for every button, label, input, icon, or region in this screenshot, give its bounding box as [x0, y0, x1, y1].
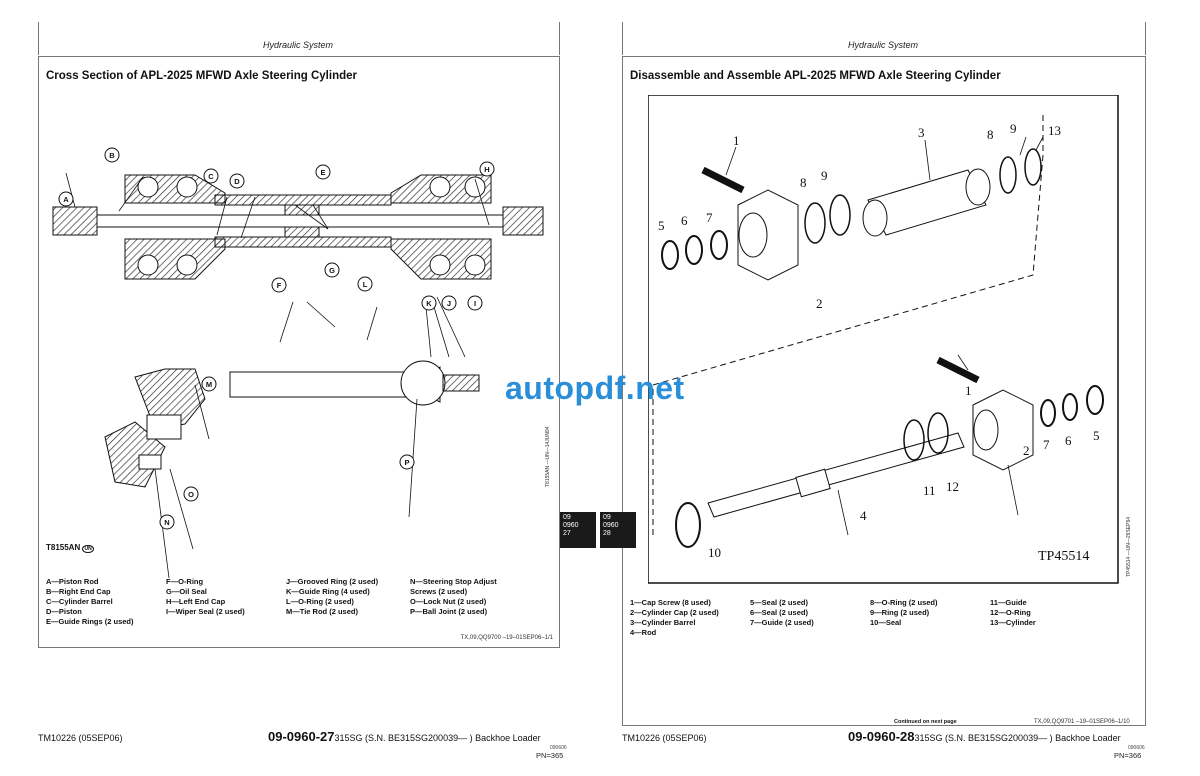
header-box [622, 22, 1146, 55]
callout-a: A [58, 191, 74, 207]
header-box [38, 22, 560, 55]
figure-id: TP45514 [1038, 549, 1089, 564]
side-code: T8155AN —UN—14JUN94 [545, 426, 551, 487]
callout-l: L [357, 276, 373, 292]
callout-m: M [201, 376, 217, 392]
callout-c: C [203, 168, 219, 184]
legend-col-3: 8—O-Ring (2 used)9—Ring (2 used)10—Seal [870, 598, 938, 627]
svg-text:9: 9 [821, 168, 828, 183]
footer-page: 09-0960-27315SG (S.N. BE315SG200039— ) B… [268, 729, 541, 744]
footer-manual: TM10226 (05SEP06) [38, 733, 123, 743]
svg-text:10: 10 [708, 545, 721, 560]
callout-p: P [399, 454, 415, 470]
right-page: Hydraulic System Disassemble and Assembl… [600, 0, 1182, 776]
reference-code: TX,09,QQ9700 –19–01SEP06–1/1 [460, 635, 553, 641]
callout-d: D [229, 173, 245, 189]
svg-text:K: K [426, 299, 432, 308]
callout-e: E [315, 164, 331, 180]
svg-text:I: I [474, 299, 476, 308]
lock-nut [146, 414, 182, 440]
svg-text:F: F [277, 281, 282, 290]
svg-text:6: 6 [1065, 433, 1072, 448]
footer-page: 09-0960-28315SG (S.N. BE315SG200039— ) B… [848, 729, 1121, 744]
watermark: autopdf.net [505, 370, 685, 406]
svg-text:C: C [208, 172, 214, 181]
callout-i: I [467, 295, 483, 311]
callout-n: N [159, 514, 175, 530]
callout-o: O [183, 486, 199, 502]
cap-screw [701, 166, 745, 194]
reference-code: TX,09,QQ9701 –19–01SEP06–1/10 [1034, 719, 1130, 725]
svg-text:H: H [484, 165, 489, 174]
callout-j: J [441, 295, 457, 311]
svg-text:A: A [63, 195, 69, 204]
page-header: Hydraulic System [262, 40, 334, 50]
svg-text:1: 1 [733, 133, 740, 148]
rod-end-right [502, 206, 544, 236]
legend-col-4: N—Steering Stop Adjust Screws (2 used)O—… [410, 577, 497, 616]
svg-text:8: 8 [987, 127, 994, 142]
callout-f: F [271, 277, 287, 293]
footer-pn: PN=365 [536, 751, 564, 760]
svg-text:L: L [363, 280, 368, 289]
svg-text:J: J [447, 299, 451, 308]
page-title: Disassemble and Assemble APL-2025 MFWD A… [630, 70, 1001, 82]
svg-text:2: 2 [1023, 443, 1030, 458]
figure-id: T8155AN UN [46, 543, 94, 553]
cross-section-figure [52, 172, 544, 579]
exploded-view-figure: 1 2 3 4 5 6 7 8 9 10 11 12 13 8 9 2 7 6 … [648, 95, 1119, 584]
svg-text:11: 11 [923, 483, 936, 498]
svg-text:13: 13 [1048, 123, 1061, 138]
svg-text:4: 4 [860, 508, 867, 523]
callout-k: K [421, 295, 437, 311]
callout-h: H [479, 161, 495, 177]
rod [707, 432, 965, 518]
svg-text:5: 5 [658, 218, 665, 233]
svg-text:O: O [188, 490, 194, 499]
legend-col-2: 5—Seal (2 used) 6—Seal (2 used)7—Guide (… [750, 598, 814, 627]
page-header: Hydraulic System [847, 40, 919, 50]
svg-text:3: 3 [918, 125, 925, 140]
page-title: Cross Section of APL-2025 MFWD Axle Stee… [46, 70, 357, 82]
rod-end-left [52, 206, 98, 236]
svg-text:12: 12 [946, 479, 959, 494]
footer-small: 090606 [550, 745, 567, 751]
legend-col-1: 1—Cap Screw (8 used)2—Cylinder Cap (2 us… [630, 598, 719, 637]
svg-text:5: 5 [1093, 428, 1100, 443]
svg-text:1: 1 [965, 383, 972, 398]
footer-small: 090606 [1128, 745, 1145, 751]
content-frame: Disassemble and Assemble APL-2025 MFWD A… [622, 56, 1146, 726]
callout-g: G [324, 262, 340, 278]
svg-text:2: 2 [816, 296, 823, 311]
svg-text:D: D [234, 177, 240, 186]
footer-manual: TM10226 (05SEP06) [622, 733, 707, 743]
left-page: Hydraulic System Cross Section of APL-20… [38, 0, 598, 776]
callout-b: B [104, 147, 120, 163]
continued-note: Continued on next page [894, 719, 957, 725]
svg-text:7: 7 [1043, 437, 1050, 452]
svg-text:6: 6 [681, 213, 688, 228]
svg-text:P: P [404, 458, 409, 467]
svg-text:8: 8 [800, 175, 807, 190]
svg-text:G: G [329, 266, 335, 275]
legend-col-3: J—Grooved Ring (2 used)K—Guide Ring (4 u… [286, 577, 379, 616]
side-code: TP45514 —UN—29SEP94 [1126, 516, 1132, 577]
footer-pn: PN=366 [1114, 751, 1142, 760]
svg-text:E: E [320, 168, 325, 177]
svg-text:9: 9 [1010, 121, 1017, 136]
content-frame: Cross Section of APL-2025 MFWD Axle Stee… [38, 56, 560, 648]
svg-text:B: B [109, 151, 115, 160]
svg-text:M: M [206, 380, 212, 389]
svg-text:7: 7 [706, 210, 713, 225]
svg-text:N: N [164, 518, 169, 527]
